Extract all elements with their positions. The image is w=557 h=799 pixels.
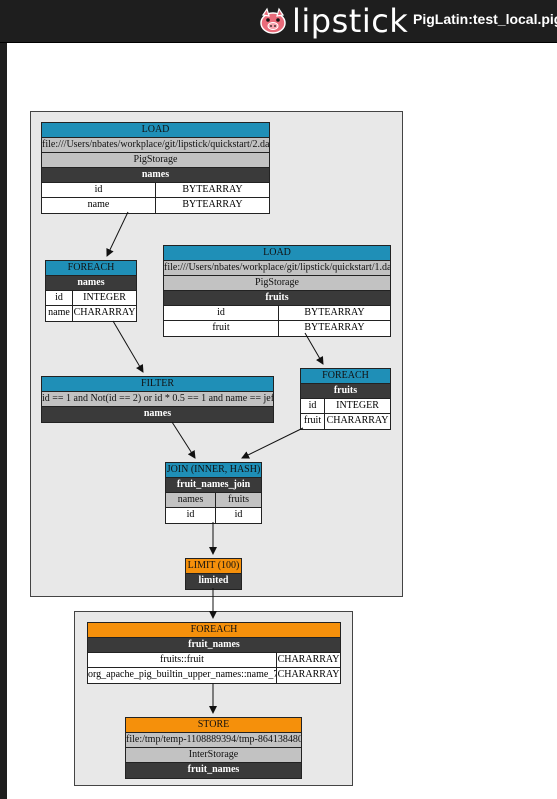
join-key: id	[166, 508, 216, 523]
foreach-fruits-node[interactable]: FOREACH fruits id INTEGER fruit CHARARRA…	[300, 368, 391, 430]
field-type: BYTEARRAY	[182, 199, 243, 210]
operator-label: LOAD	[164, 246, 390, 261]
field-name: name	[42, 198, 156, 213]
field-type: BYTEARRAY	[304, 322, 365, 333]
storage-label: PigStorage	[42, 153, 269, 168]
store-node[interactable]: STORE file:/tmp/temp-1108889394/tmp-8641…	[125, 717, 302, 779]
field-type: INTEGER	[83, 292, 126, 303]
field-name: id	[301, 399, 325, 413]
column-header: names	[166, 493, 216, 507]
schema-row: id INTEGER	[301, 399, 390, 414]
field-name: fruits::fruit	[88, 653, 277, 667]
field-name: id	[46, 291, 73, 305]
load-names-node[interactable]: LOAD file:///Users/nbates/workplace/git/…	[41, 122, 270, 214]
alias-label: names	[42, 407, 273, 422]
foreach-names-node[interactable]: FOREACH names id INTEGER name CHARARRAY	[45, 260, 137, 322]
alias-label: fruit_names_join	[166, 478, 261, 493]
schema-row: fruit BYTEARRAY	[164, 321, 390, 336]
field-name: id	[42, 183, 156, 197]
schema-row: fruits::fruit CHARARRAY	[88, 653, 340, 668]
schema-row: name BYTEARRAY	[42, 198, 269, 213]
operator-label: JOIN (INNER, HASH)	[166, 463, 261, 478]
join-keys-row: id id	[166, 508, 261, 523]
schema-row: name CHARARRAY	[46, 306, 136, 321]
operator-label: FOREACH	[301, 369, 390, 384]
field-name: fruit	[164, 321, 279, 336]
column-header: fruits	[227, 494, 250, 505]
schema-row: org_apache_pig_builtin_upper_names::name…	[88, 668, 340, 683]
load-path: file:///Users/nbates/workplace/git/lipst…	[164, 261, 390, 276]
pig-icon	[260, 7, 286, 34]
page-title: PigLatin:test_local.pig	[413, 11, 557, 27]
field-name: id	[164, 306, 279, 320]
left-edge-bar	[0, 43, 7, 799]
top-bar: lipstick PigLatin:test_local.pig	[0, 0, 557, 43]
field-name: fruit	[301, 414, 325, 429]
alias-label: names	[42, 168, 269, 183]
alias-label: fruit_names	[126, 763, 301, 778]
filter-node[interactable]: FILTER id == 1 and Not(id == 2) or id * …	[41, 376, 274, 423]
load-path: file:///Users/nbates/workplace/git/lipst…	[42, 138, 269, 153]
schema-row: id INTEGER	[46, 291, 136, 306]
operator-label: STORE	[126, 718, 301, 733]
operator-label: FILTER	[42, 377, 273, 392]
alias-label: fruit_names	[88, 638, 340, 653]
join-node[interactable]: JOIN (INNER, HASH) fruit_names_join name…	[165, 462, 262, 524]
alias-label: limited	[186, 574, 241, 589]
storage-label: InterStorage	[126, 748, 301, 763]
schema-row: id BYTEARRAY	[164, 306, 390, 321]
field-name: org_apache_pig_builtin_upper_names::name…	[88, 668, 277, 683]
field-type: CHARARRAY	[326, 415, 389, 426]
field-type: INTEGER	[336, 400, 379, 411]
operator-label: LIMIT (100)	[186, 559, 241, 574]
field-type: BYTEARRAY	[182, 184, 243, 195]
field-type: BYTEARRAY	[304, 307, 365, 318]
join-key: id	[234, 509, 243, 520]
field-name: name	[46, 306, 73, 321]
filter-condition: id == 1 and Not(id == 2) or id * 0.5 == …	[42, 392, 273, 407]
schema-row: fruit CHARARRAY	[301, 414, 390, 429]
store-path: file:/tmp/temp-1108889394/tmp-864138480	[126, 733, 301, 748]
foreach-fruit-names-node[interactable]: FOREACH fruit_names fruits::fruit CHARAR…	[87, 622, 341, 684]
app-logo[interactable]: lipstick	[258, 2, 409, 40]
operator-label: FOREACH	[88, 623, 340, 638]
operator-label: FOREACH	[46, 261, 136, 276]
storage-label: PigStorage	[164, 276, 390, 291]
operator-label: LOAD	[42, 123, 269, 138]
limit-node[interactable]: LIMIT (100) limited	[185, 558, 242, 590]
field-type: CHARARRAY	[73, 307, 136, 318]
field-type: CHARARRAY	[277, 669, 340, 680]
load-fruits-node[interactable]: LOAD file:///Users/nbates/workplace/git/…	[163, 245, 391, 337]
alias-label: names	[46, 276, 136, 291]
schema-row: id BYTEARRAY	[42, 183, 269, 198]
field-type: CHARARRAY	[277, 654, 340, 665]
logo-text: lipstick	[292, 2, 409, 40]
alias-label: fruits	[164, 291, 390, 306]
alias-label: fruits	[301, 384, 390, 399]
join-columns-header: names fruits	[166, 493, 261, 508]
